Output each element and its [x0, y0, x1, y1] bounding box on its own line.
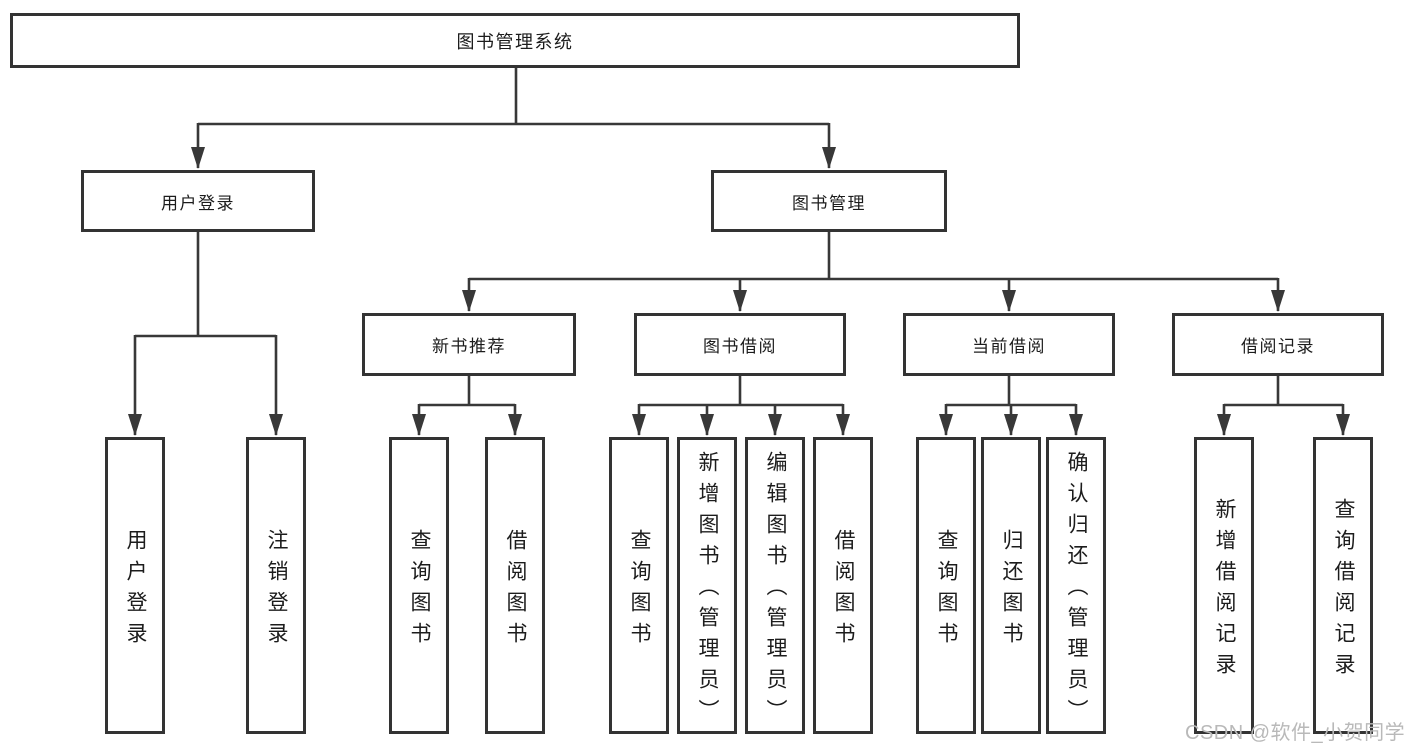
- leaf-bb-borrow-books: 借阅图书: [813, 437, 873, 734]
- leaf-cb-confirm-return-admin-label: 确认归还（管理员）: [1065, 451, 1088, 730]
- leaf-cb-query-books: 查询图书: [916, 437, 976, 734]
- leaf-cb-confirm-return-admin: 确认归还（管理员）: [1046, 437, 1106, 734]
- leaf-br-add-record: 新增借阅记录: [1194, 437, 1254, 734]
- leaf-user-login-label: 用户登录: [124, 528, 147, 653]
- leaf-bb-edit-books-admin-label: 编辑图书（管理员）: [764, 451, 787, 730]
- leaf-nb-borrow-books: 借阅图书: [485, 437, 545, 734]
- leaf-cb-return-books-label: 归还图书: [1000, 528, 1023, 653]
- leaf-cb-query-books-label: 查询图书: [935, 528, 958, 653]
- leaf-bb-query-books-label: 查询图书: [628, 528, 651, 653]
- node-book-borrow: 图书借阅: [634, 313, 846, 376]
- node-book-management: 图书管理: [711, 170, 947, 232]
- leaf-logout-label: 注销登录: [265, 528, 288, 653]
- csdn-watermark: CSDN @软件_小贺同学: [1185, 722, 1405, 744]
- leaf-br-query-record: 查询借阅记录: [1313, 437, 1373, 734]
- leaf-br-query-record-label: 查询借阅记录: [1332, 497, 1355, 684]
- node-root-system: 图书管理系统: [10, 13, 1020, 68]
- leaf-bb-borrow-books-label: 借阅图书: [832, 528, 855, 653]
- leaf-bb-query-books: 查询图书: [609, 437, 669, 734]
- leaf-user-login: 用户登录: [105, 437, 165, 734]
- leaf-bb-add-books-admin-label: 新增图书（管理员）: [696, 451, 719, 730]
- node-current-borrow: 当前借阅: [903, 313, 1115, 376]
- node-borrow-records: 借阅记录: [1172, 313, 1384, 376]
- node-user-login: 用户登录: [81, 170, 315, 232]
- leaf-logout: 注销登录: [246, 437, 306, 734]
- leaf-bb-add-books-admin: 新增图书（管理员）: [677, 437, 737, 734]
- leaf-nb-query-books-label: 查询图书: [408, 528, 431, 653]
- leaf-cb-return-books: 归还图书: [981, 437, 1041, 734]
- leaf-br-add-record-label: 新增借阅记录: [1213, 497, 1236, 684]
- node-new-book-recommend: 新书推荐: [362, 313, 576, 376]
- leaf-nb-borrow-books-label: 借阅图书: [504, 528, 527, 653]
- leaf-nb-query-books: 查询图书: [389, 437, 449, 734]
- leaf-bb-edit-books-admin: 编辑图书（管理员）: [745, 437, 805, 734]
